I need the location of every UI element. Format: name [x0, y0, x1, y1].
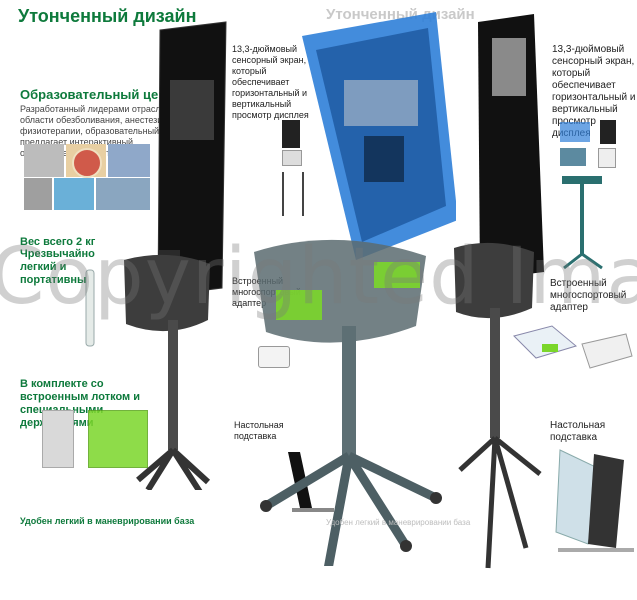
stand-caption-right: Настольная подставка — [550, 420, 606, 443]
screen-icon-right-4 — [598, 148, 616, 168]
adapter-image-left — [258, 346, 290, 368]
adapter-image-right — [513, 325, 633, 369]
faint-caption-bottom: Удобен легкий в маневрировании база — [326, 518, 471, 527]
tray-heading: В комплекте со встроенным лотком и специ… — [20, 378, 140, 429]
cart-icon-right — [562, 176, 603, 270]
thumb-ultrasound — [24, 144, 64, 177]
cart-icon — [282, 172, 304, 216]
thumb-illustration — [66, 144, 106, 178]
screen-icon-right-3 — [560, 148, 586, 166]
screen-icon-horizontal — [282, 120, 300, 148]
education-image-grid — [24, 144, 150, 210]
thumb-anatomy — [108, 144, 150, 177]
cart-device-right — [454, 14, 544, 569]
cart-device-left — [124, 21, 227, 490]
thumb-hand — [54, 178, 94, 210]
main-title: Утонченный дизайн — [18, 6, 197, 26]
maneuver-label: Удобен легкий в маневрировании база — [20, 516, 195, 526]
tablet-profile-image — [85, 269, 95, 347]
stand-caption-left: Настольная подставка — [234, 420, 284, 441]
education-heading: Образовательный центр — [20, 87, 181, 102]
faint-title: Утонченный дизайн — [326, 6, 475, 23]
weight-subheading: Чрезвычайно легкий и портативный — [20, 248, 95, 286]
tray-holder-image — [42, 410, 148, 468]
thumb-scan — [24, 178, 52, 210]
adapter-caption-right: Встроенный многоспортовый адаптер — [550, 278, 627, 313]
thumb-tissue — [96, 178, 150, 210]
desk-stand-image-right — [555, 449, 634, 552]
screen-icon-right-1 — [560, 122, 590, 142]
display-caption-left: 13,3-дюймовый сенсорный экран, который о… — [232, 44, 309, 120]
screen-icon-right-2 — [600, 120, 616, 144]
screen-icon-vertical — [282, 150, 302, 166]
weight-heading: Вес всего 2 кг — [20, 236, 96, 248]
desk-stand-image-left — [288, 452, 334, 512]
cart-device-center — [254, 12, 456, 566]
